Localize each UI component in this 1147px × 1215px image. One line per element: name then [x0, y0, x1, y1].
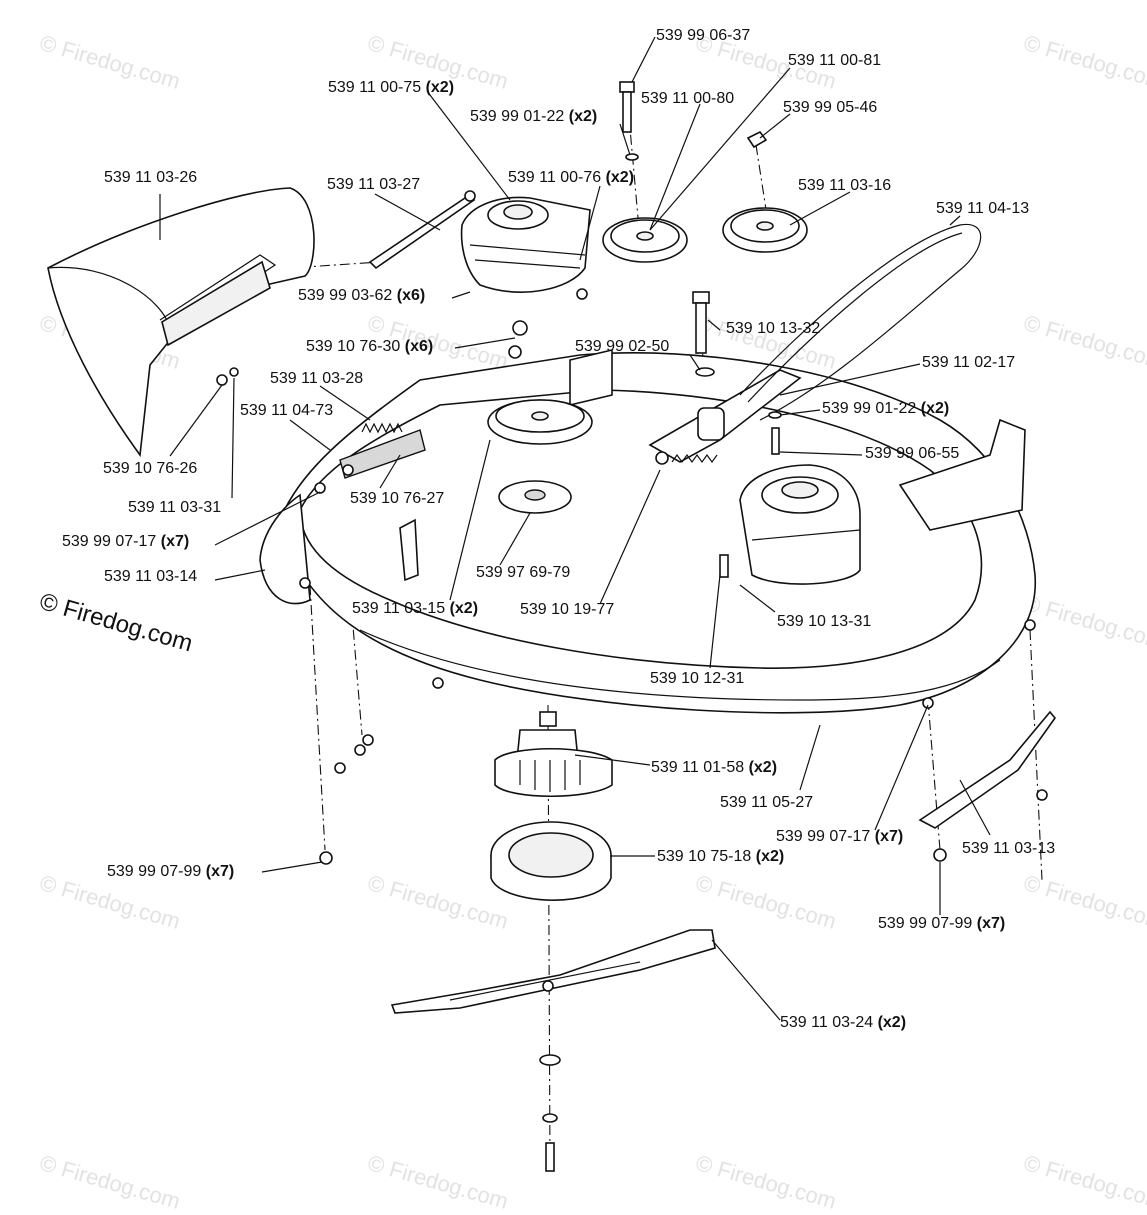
idler-arm: [648, 369, 802, 463]
blade: [390, 929, 716, 1014]
part-label: 539 11 03-26: [104, 169, 198, 186]
part-label: 539 99 07-17 (x7): [776, 828, 904, 845]
part-label: 539 99 02-50: [575, 338, 670, 355]
part-label: 539 99 07-17 (x7): [62, 533, 190, 550]
part-label: 539 99 07-99 (x7): [107, 863, 235, 880]
part-label: 539 99 07-99 (x7): [878, 915, 1006, 932]
part-label: 539 10 75-18 (x2): [657, 848, 785, 865]
springs: [361, 422, 718, 464]
part-label: 539 11 04-13: [936, 200, 1030, 217]
part-label: 539 10 76-26: [103, 460, 198, 477]
spindle-housing: [494, 711, 613, 798]
blade-adapter: [490, 821, 612, 901]
part-label: 539 11 03-16: [798, 177, 892, 194]
idler-pulleys: [602, 207, 808, 263]
deck-fasteners: [299, 288, 1048, 865]
part-label: 539 97 69-79: [476, 564, 571, 581]
part-label: 539 99 01-22 (x2): [470, 108, 598, 125]
discharge-chute: [47, 187, 315, 458]
part-label: 539 11 04-73: [240, 402, 334, 419]
part-label: 539 11 05-27: [720, 794, 814, 811]
part-label: 539 11 03-28: [270, 370, 364, 387]
part-label: 539 11 00-75 (x2): [328, 79, 455, 96]
part-label: 539 99 01-22 (x2): [822, 400, 950, 417]
part-label: 539 99 05-46: [783, 99, 878, 116]
blade-bolt: [539, 1054, 561, 1172]
part-label: 539 10 12-31: [650, 670, 745, 687]
center-pulley: [487, 399, 593, 514]
part-label: 539 10 13-32: [726, 320, 821, 337]
leader-lines: [159, 36, 991, 1021]
part-label: 539 11 00-76 (x2): [508, 169, 635, 186]
part-label: 539 11 03-14: [104, 568, 198, 585]
part-label: 539 11 03-15 (x2): [352, 600, 479, 617]
part-label: 539 10 76-30 (x6): [306, 338, 434, 355]
baffle-bar: [918, 710, 1057, 829]
part-label: 539 11 03-27: [327, 176, 421, 193]
part-label: 539 11 00-80: [641, 90, 735, 107]
deck-housing: [259, 352, 1036, 714]
part-label: 539 11 03-13: [962, 840, 1056, 857]
spindle-cover-left: [460, 196, 591, 293]
part-label: 539 10 13-31: [777, 613, 872, 630]
part-label: 539 99 03-62 (x6): [298, 287, 426, 304]
spindle-cover-right: [739, 464, 861, 585]
part-label: 539 99 06-37: [656, 27, 751, 44]
part-label: 539 10 76-27: [350, 490, 445, 507]
deck-brackets: [399, 348, 1026, 582]
part-label: 539 10 19-77: [520, 601, 615, 618]
part-label: 539 11 02-17: [922, 354, 1016, 371]
hinge-rod: [368, 190, 476, 270]
part-label: 539 11 01-58 (x2): [651, 759, 778, 776]
part-label: 539 99 06-55: [865, 445, 960, 462]
part-label: 539 11 03-24 (x2): [780, 1014, 907, 1031]
part-label: 539 11 03-31: [128, 499, 222, 516]
drive-belt: [739, 223, 982, 421]
part-label: 539 11 00-81: [788, 52, 882, 69]
bolts: [619, 81, 782, 578]
